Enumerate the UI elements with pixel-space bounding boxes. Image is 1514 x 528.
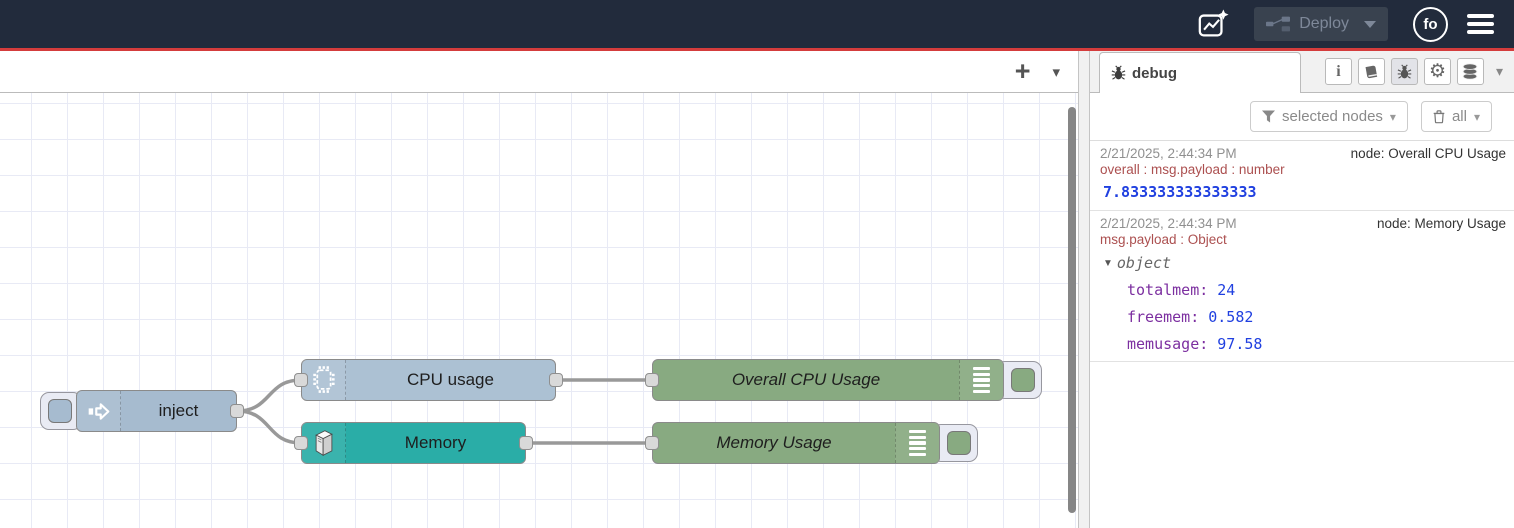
node-memory-usage[interactable]: Memory Usage — [652, 422, 940, 464]
debug-message[interactable]: 2/21/2025, 2:44:34 PM node: Memory Usage… — [1090, 211, 1514, 362]
bug-icon — [1111, 65, 1126, 80]
deploy-nodes-icon — [1266, 16, 1291, 32]
server-icon — [302, 423, 346, 463]
port-memory-out[interactable] — [519, 436, 533, 450]
flow-canvas[interactable]: inject CPU usage — [0, 93, 1078, 528]
filter-label: selected nodes — [1282, 108, 1383, 125]
message-value-number: 7.833333333333333 — [1103, 183, 1257, 201]
trash-icon — [1433, 110, 1445, 124]
collapse-caret-icon: ▼ — [1103, 257, 1113, 269]
funnel-icon — [1262, 110, 1276, 123]
debug-message[interactable]: 2/21/2025, 2:44:34 PM node: Overall CPU … — [1090, 141, 1514, 211]
context-tab-button[interactable] — [1456, 58, 1484, 85]
node-overall-cpu-usage[interactable]: Overall CPU Usage — [652, 359, 1004, 401]
menu-icon[interactable] — [1467, 14, 1494, 34]
port-cpu-in[interactable] — [294, 373, 308, 387]
message-property: overall : msg.payload : number — [1100, 162, 1285, 177]
node-inject[interactable]: inject — [76, 390, 237, 432]
wires-layer — [236, 378, 652, 445]
entry-value: 97.58 — [1217, 335, 1263, 353]
flow-assistant-icon[interactable] — [1197, 8, 1229, 40]
inject-trigger-button[interactable] — [40, 392, 82, 430]
debug-message-list: 2/21/2025, 2:44:34 PM node: Overall CPU … — [1090, 140, 1514, 528]
header-bar: Deploy fo — [0, 0, 1514, 48]
entry-key: memusage: — [1127, 335, 1209, 353]
chip-icon — [302, 360, 346, 400]
sidebar-menu-caret-icon[interactable]: ▾ — [1495, 63, 1503, 79]
main-content: + ▾ inject — [0, 51, 1514, 528]
workspace: + ▾ inject — [0, 51, 1078, 528]
inject-arrow-icon — [77, 391, 121, 431]
help-tab-button[interactable] — [1357, 58, 1385, 85]
wire[interactable] — [236, 378, 302, 413]
database-icon — [1463, 63, 1478, 80]
avatar-initials: fo — [1423, 15, 1438, 33]
clear-messages-button[interactable]: all ▾ — [1420, 101, 1492, 132]
message-timestamp: 2/21/2025, 2:44:34 PM — [1100, 216, 1237, 231]
debug-toggle-button[interactable] — [996, 361, 1042, 399]
port-overall-in[interactable] — [645, 373, 659, 387]
node-label: Memory Usage — [716, 433, 832, 452]
sidebar-tool-buttons: i — [1324, 58, 1503, 85]
node-label: CPU usage — [407, 370, 494, 389]
entry-value: 0.582 — [1208, 308, 1254, 326]
port-memory-usage-in[interactable] — [645, 436, 659, 450]
message-source-node: node: Memory Usage — [1376, 216, 1506, 231]
object-entry: freemem: 0.582 — [1100, 308, 1506, 326]
object-type-label: object — [1116, 254, 1172, 272]
filter-button[interactable]: selected nodes ▾ — [1250, 101, 1408, 132]
port-memory-in[interactable] — [294, 436, 308, 450]
object-expand-toggle[interactable]: ▼ object — [1103, 254, 1506, 272]
debug-sidebar: debug i — [1090, 51, 1514, 528]
node-label: Memory — [404, 433, 467, 452]
node-label: inject — [158, 401, 199, 420]
bug-icon — [1397, 63, 1412, 79]
info-icon: i — [1336, 62, 1341, 80]
node-label: Overall CPU Usage — [731, 370, 881, 389]
debug-toolbar: selected nodes ▾ all ▾ — [1090, 93, 1514, 140]
tab-debug[interactable]: debug — [1099, 52, 1301, 93]
wire[interactable] — [236, 409, 302, 445]
filter-caret-icon: ▾ — [1389, 109, 1396, 124]
message-source-node: node: Overall CPU Usage — [1350, 146, 1506, 161]
debug-list-icon — [959, 360, 1003, 400]
deploy-caret-icon[interactable] — [1364, 20, 1376, 28]
deploy-alert-line — [0, 48, 1514, 51]
debug-list-icon — [895, 423, 939, 463]
flow-tabbar: + ▾ — [0, 51, 1078, 93]
info-tab-button[interactable]: i — [1324, 58, 1352, 85]
sidebar-splitter[interactable] — [1078, 51, 1090, 528]
clear-caret-icon: ▾ — [1473, 109, 1480, 124]
clear-label: all — [1451, 108, 1467, 125]
canvas-scrollbar[interactable] — [1068, 107, 1076, 513]
deploy-button[interactable]: Deploy — [1254, 7, 1388, 41]
add-flow-button[interactable]: + — [1014, 56, 1031, 86]
debug-tab-button[interactable] — [1390, 58, 1418, 85]
port-cpu-out[interactable] — [549, 373, 563, 387]
entry-value: 24 — [1217, 281, 1236, 299]
book-icon — [1366, 65, 1378, 78]
entry-key: totalmem: — [1127, 281, 1209, 299]
sidebar-tabbar: debug i — [1090, 51, 1514, 93]
node-memory[interactable]: Memory — [301, 422, 526, 464]
chart-sparkle-icon — [1198, 8, 1229, 36]
message-timestamp: 2/21/2025, 2:44:34 PM — [1100, 146, 1237, 161]
flow-list-caret-icon[interactable]: ▾ — [1052, 63, 1060, 81]
object-entry: totalmem: 24 — [1100, 281, 1506, 299]
port-inject-out[interactable] — [230, 404, 244, 418]
gear-icon: ⚙ — [1428, 61, 1446, 82]
node-cpu-usage[interactable]: CPU usage — [301, 359, 556, 401]
deploy-label: Deploy — [1299, 15, 1349, 32]
entry-key: freemem: — [1127, 308, 1200, 326]
tab-debug-label: debug — [1132, 64, 1177, 82]
message-property: msg.payload : Object — [1100, 232, 1227, 247]
user-avatar[interactable]: fo — [1413, 6, 1448, 42]
object-entry: memusage: 97.58 — [1100, 335, 1506, 353]
config-tab-button[interactable]: ⚙ — [1423, 58, 1451, 85]
